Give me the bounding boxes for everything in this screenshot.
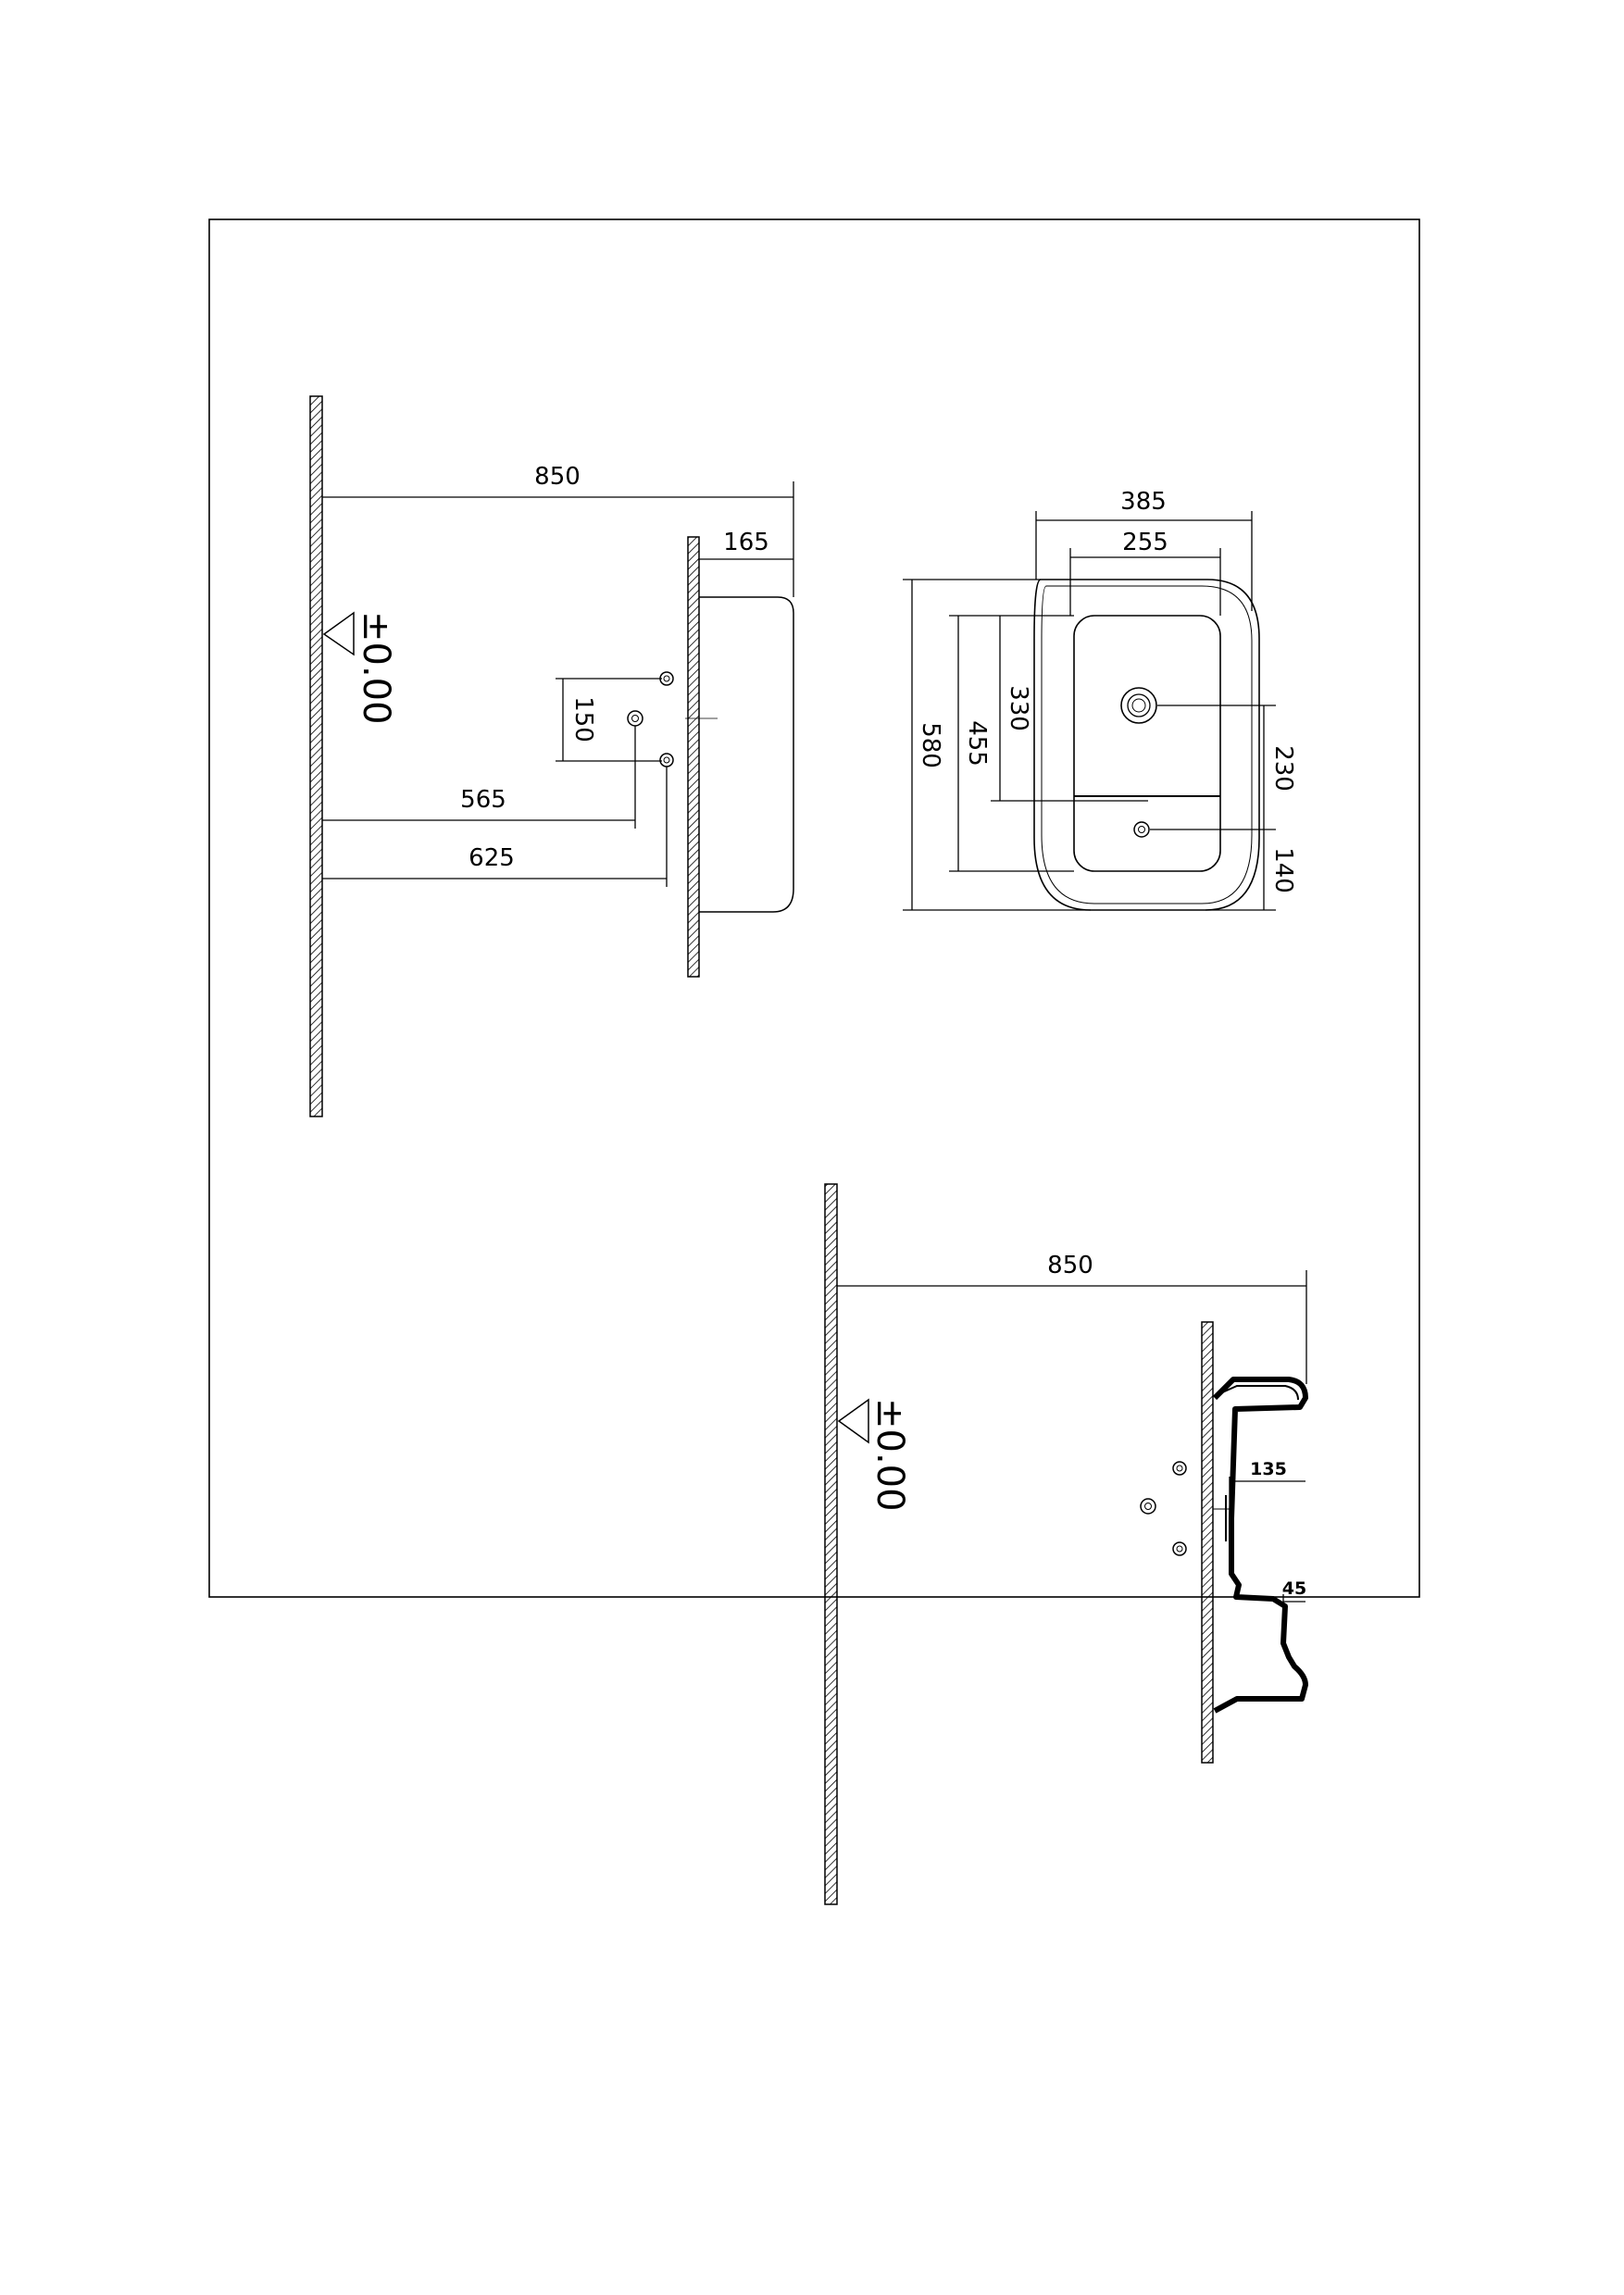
mounting-plate bbox=[687, 536, 700, 978]
inner-bowl bbox=[1073, 615, 1221, 872]
dim-385: 385 bbox=[1120, 488, 1167, 516]
wall-left bbox=[309, 395, 323, 1117]
basin-outline-top bbox=[1033, 579, 1260, 911]
level-triangle-side bbox=[322, 611, 355, 656]
dim-330: 330 bbox=[1005, 685, 1032, 731]
waste-outlet bbox=[1120, 687, 1157, 724]
dim-150: 150 bbox=[569, 696, 597, 742]
level-mark-section: ±0.00 bbox=[868, 1398, 911, 1512]
tap-hole-lower bbox=[659, 753, 674, 767]
dim-565: 565 bbox=[460, 786, 506, 814]
tap-hole-section-lower bbox=[1172, 1541, 1187, 1556]
sheet-border bbox=[208, 218, 1420, 1598]
tap-hole-centre bbox=[627, 710, 643, 727]
dim-45: 45 bbox=[1282, 1578, 1306, 1599]
basin-profile-side bbox=[699, 596, 794, 913]
dim-140: 140 bbox=[1269, 847, 1297, 893]
dim-625: 625 bbox=[468, 844, 515, 872]
basin-section-profile bbox=[1212, 1377, 1308, 1714]
level-mark-side: ±0.00 bbox=[355, 611, 397, 725]
tap-hole-top bbox=[1133, 821, 1150, 838]
dim-165: 165 bbox=[723, 529, 769, 556]
dim-230: 230 bbox=[1269, 745, 1297, 792]
dim-850-side: 850 bbox=[534, 463, 581, 491]
wall-right bbox=[824, 1183, 838, 1905]
side-view: 850 165 150 565 625 ±0.00 bbox=[309, 395, 794, 1117]
tap-hole-upper bbox=[659, 671, 674, 686]
section-view: 850 135 45 ±0.00 bbox=[824, 1183, 1308, 1905]
top-view: 385 255 580 455 330 230 140 bbox=[903, 488, 1297, 911]
dim-580: 580 bbox=[917, 722, 944, 768]
dim-135: 135 bbox=[1250, 1459, 1287, 1479]
tap-hole-section-centre bbox=[1140, 1498, 1156, 1515]
level-triangle-section bbox=[837, 1398, 869, 1444]
dim-850-section: 850 bbox=[1047, 1252, 1093, 1279]
mounting-plate-section bbox=[1201, 1321, 1214, 1764]
dim-455: 455 bbox=[963, 720, 991, 767]
dim-255: 255 bbox=[1122, 529, 1168, 556]
tap-hole-section-upper bbox=[1172, 1461, 1187, 1476]
